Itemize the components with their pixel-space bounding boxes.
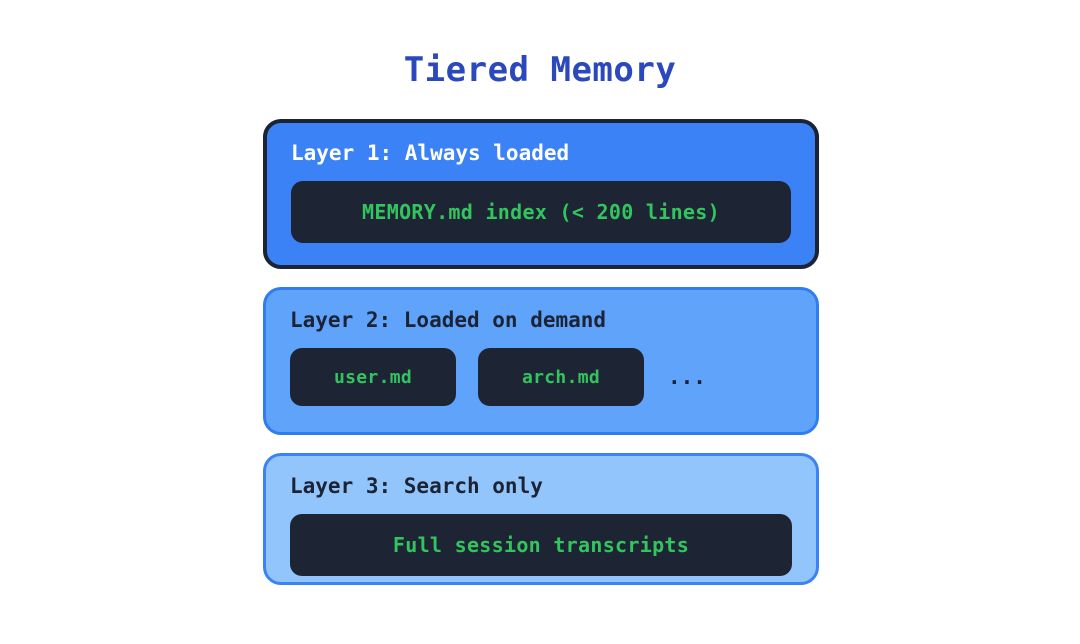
layer-card-2: Layer 2: Loaded on demand user.md arch.m… xyxy=(263,287,819,435)
layer-2-chip-row: user.md arch.md ... xyxy=(290,348,792,406)
layer-1-label: Layer 1: Always loaded xyxy=(291,141,570,165)
layer-2-label: Layer 2: Loaded on demand xyxy=(290,308,607,332)
layer-stack: Layer 1: Always loaded MEMORY.md index (… xyxy=(263,119,819,585)
page-title: Tiered Memory xyxy=(403,50,677,90)
more-files-ellipsis: ... xyxy=(668,365,706,389)
session-transcripts-chip: Full session transcripts xyxy=(290,514,792,576)
layer-3-label: Layer 3: Search only xyxy=(290,474,543,498)
layer-card-1: Layer 1: Always loaded MEMORY.md index (… xyxy=(263,119,819,269)
user-md-chip: user.md xyxy=(290,348,456,406)
layer-3-chip-row: Full session transcripts xyxy=(290,514,792,576)
layer-1-chip-row: MEMORY.md index (< 200 lines) xyxy=(291,181,791,243)
memory-index-chip: MEMORY.md index (< 200 lines) xyxy=(291,181,791,243)
layer-card-3: Layer 3: Search only Full session transc… xyxy=(263,453,819,585)
arch-md-chip: arch.md xyxy=(478,348,644,406)
